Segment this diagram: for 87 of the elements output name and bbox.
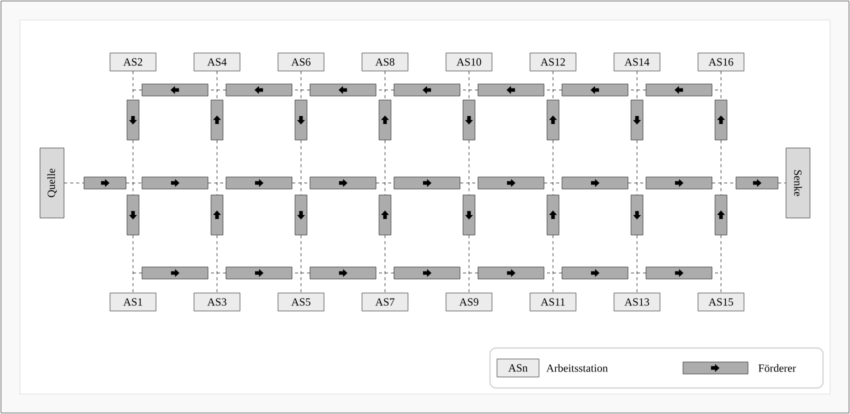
conveyor-bar <box>462 194 476 236</box>
dashed-line <box>132 234 134 294</box>
dashed-line <box>216 140 218 196</box>
conveyor-bar <box>378 194 392 236</box>
conveyor-bar <box>562 84 628 96</box>
dashed-line <box>384 140 386 196</box>
conveyor-bar <box>478 266 544 280</box>
conveyor-bar <box>142 176 208 190</box>
station-box: AS3 <box>194 292 240 312</box>
dashed-line <box>468 140 470 196</box>
station-box: AS4 <box>194 52 240 72</box>
dashed-line <box>552 70 554 100</box>
end-box: Senke <box>786 148 810 218</box>
station-box: AS11 <box>530 292 576 312</box>
conveyor-bar <box>210 100 224 140</box>
conveyor-bar <box>310 266 376 280</box>
dashed-line <box>64 182 84 184</box>
conveyor-bar <box>142 84 208 96</box>
conveyor-bar <box>310 176 376 190</box>
conveyor-bar <box>126 194 140 236</box>
dashed-line <box>720 70 722 100</box>
dashed-line <box>216 70 218 100</box>
station-box: AS5 <box>278 292 324 312</box>
conveyor-bar <box>646 266 712 280</box>
conveyor-bar <box>546 194 560 236</box>
dashed-line <box>468 234 470 294</box>
station-box: AS6 <box>278 52 324 72</box>
dashed-line <box>720 140 722 196</box>
conveyor-bar <box>562 266 628 280</box>
conveyor-bar <box>210 194 224 236</box>
conveyor-bar <box>630 194 644 236</box>
conveyor-bar <box>646 84 712 96</box>
station-box: AS12 <box>530 52 576 72</box>
conveyor-bar <box>394 266 460 280</box>
conveyor-bar <box>646 176 712 190</box>
conveyor-bar <box>546 100 560 140</box>
dashed-line <box>778 182 786 184</box>
dashed-line <box>132 140 134 196</box>
conveyor-bar <box>478 176 544 190</box>
dashed-line <box>552 234 554 294</box>
station-box: AS16 <box>698 52 744 72</box>
dashed-line <box>720 234 722 294</box>
conveyor-bar <box>462 100 476 140</box>
conveyor-bar <box>126 100 140 140</box>
dashed-line <box>126 182 142 184</box>
conveyor-bar <box>142 266 208 280</box>
conveyor-bar <box>714 194 728 236</box>
end-box: Quelle <box>40 148 64 218</box>
station-box: AS2 <box>110 52 156 72</box>
station-box: AS15 <box>698 292 744 312</box>
station-box: AS8 <box>362 52 408 72</box>
dashed-line <box>216 234 218 294</box>
conveyor-bar <box>294 194 308 236</box>
dashed-line <box>552 140 554 196</box>
conveyor-bar <box>478 84 544 96</box>
dashed-line <box>384 70 386 100</box>
dashed-line <box>384 234 386 294</box>
station-box: AS1 <box>110 292 156 312</box>
conveyor-bar <box>562 176 628 190</box>
dashed-line <box>468 70 470 100</box>
dashed-line <box>300 70 302 100</box>
conveyor-bar <box>226 84 292 96</box>
station-box: AS13 <box>614 292 660 312</box>
legend-sample: ASn <box>496 358 540 378</box>
conveyor-bar <box>84 176 126 190</box>
dashed-line <box>132 70 134 100</box>
conveyor-bar <box>378 100 392 140</box>
legend-label: Arbeitsstation <box>546 364 608 372</box>
conveyor-bar <box>226 176 292 190</box>
dashed-line <box>636 140 638 196</box>
station-box: AS7 <box>362 292 408 312</box>
dashed-line <box>636 70 638 100</box>
conveyor-bar <box>394 176 460 190</box>
conveyor-bar <box>226 266 292 280</box>
conveyor-bar <box>714 100 728 140</box>
conveyor-bar <box>630 100 644 140</box>
conveyor-bar <box>736 176 778 190</box>
station-box: AS10 <box>446 52 492 72</box>
dashed-line <box>300 140 302 196</box>
conveyor-bar <box>294 100 308 140</box>
dashed-line <box>636 234 638 294</box>
dashed-line <box>300 234 302 294</box>
legend-label: Förderer <box>758 364 796 372</box>
conveyor-bar <box>310 84 376 96</box>
station-box: AS14 <box>614 52 660 72</box>
conveyor-bar <box>394 84 460 96</box>
station-box: AS9 <box>446 292 492 312</box>
